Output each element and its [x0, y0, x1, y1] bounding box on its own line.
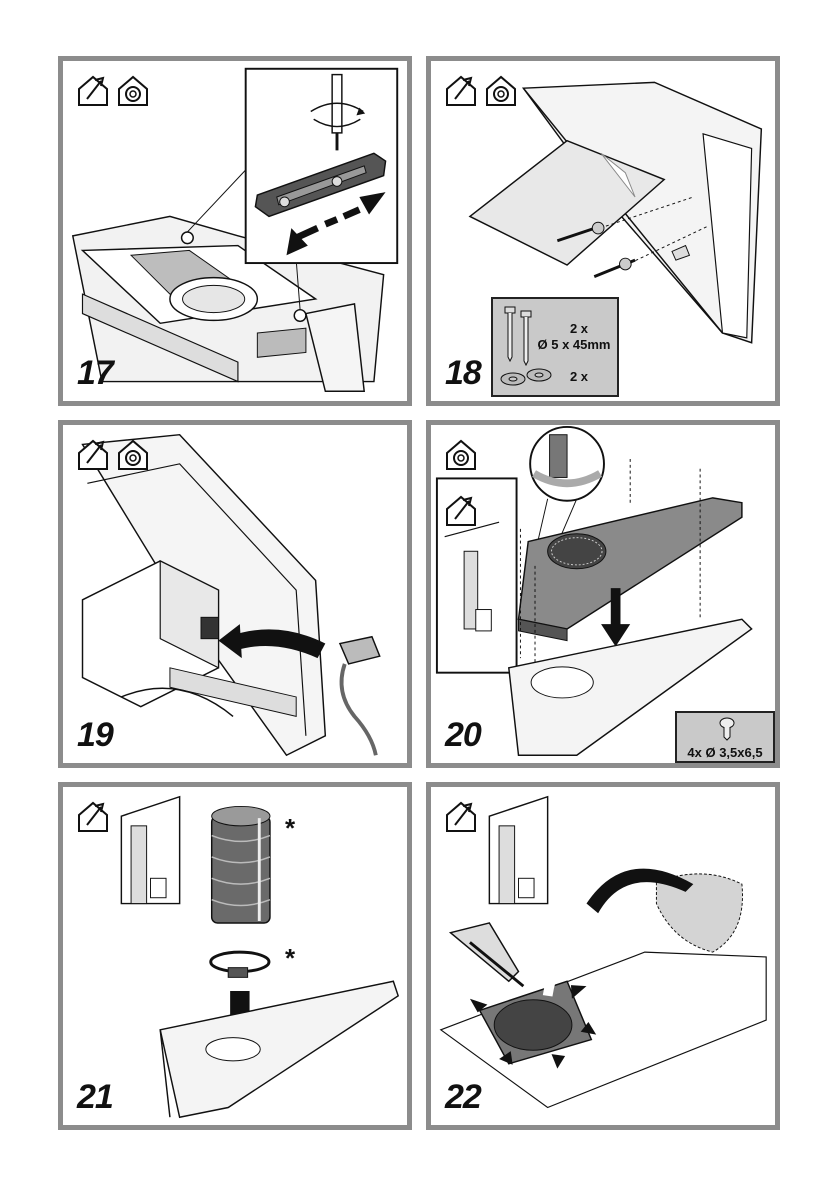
ducted-house-icon	[75, 799, 111, 835]
ducted-house-icon	[443, 799, 479, 835]
ducted-house-icon	[75, 437, 111, 473]
ducted-house-icon	[443, 493, 479, 529]
recirculating-house-icon	[115, 437, 151, 473]
recirculating-house-icon	[115, 73, 151, 109]
panel-step-18: 2 x Ø 5 x 45mm 2 x 18	[426, 56, 780, 406]
screw-spec-box: 4x Ø 3,5x6,5	[675, 711, 775, 763]
panel-step-20: 4x Ø 3,5x6,5 20	[426, 420, 780, 768]
recirculating-house-icon	[443, 437, 479, 473]
recirculating-house-icon	[483, 73, 519, 109]
step-number: 19	[77, 716, 113, 755]
step-number: 20	[445, 716, 481, 755]
illustration-duct-clamp	[63, 787, 407, 1125]
step-number: 18	[445, 354, 481, 393]
illustration-bracket-adjust	[63, 61, 407, 401]
step-number: 21	[77, 1078, 113, 1117]
panel-step-21: * * 21	[58, 782, 412, 1130]
screw-size: Ø 5 x 45mm	[529, 337, 619, 352]
washer-quantity: 2 x	[543, 369, 615, 384]
panel-step-19: 19	[58, 420, 412, 768]
clamp-asterisk: *	[285, 943, 295, 974]
step-number: 22	[445, 1078, 481, 1117]
panel-step-22: 22	[426, 782, 780, 1130]
illustration-grease-filter-cut	[431, 787, 775, 1125]
ducted-house-icon	[75, 73, 111, 109]
screw-icon	[717, 717, 737, 741]
ducted-house-icon	[443, 73, 479, 109]
screw-spec: 4x Ø 3,5x6,5	[677, 745, 773, 760]
hardware-info-box: 2 x Ø 5 x 45mm 2 x	[491, 297, 619, 397]
panel-step-17: 17	[58, 56, 412, 406]
step-number: 17	[77, 354, 113, 393]
illustration-power-cable	[63, 425, 407, 763]
screw-quantity: 2 x	[543, 321, 615, 336]
duct-asterisk: *	[285, 813, 295, 844]
